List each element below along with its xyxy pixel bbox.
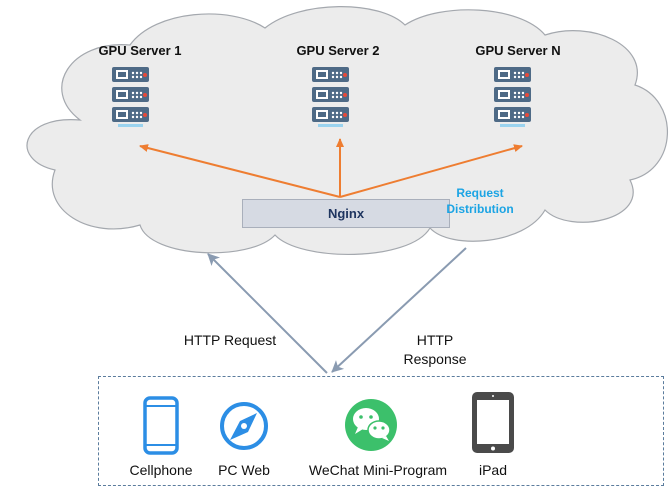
client-label-pc-web: PC Web: [218, 462, 270, 478]
http-response-arrow: [331, 247, 467, 373]
nginx-label: Nginx: [327, 206, 365, 221]
clients-group: [98, 376, 664, 486]
ipad-icon: [472, 392, 514, 453]
compass-icon: [220, 402, 268, 450]
nginx-load-balancer: Nginx: [242, 199, 450, 228]
wechat-icon: [345, 399, 397, 451]
cellphone-icon: [143, 396, 179, 455]
client-label-cellphone: Cellphone: [129, 462, 193, 478]
distribution-arrow-server-1: [139, 144, 341, 198]
http-request-arrow: [207, 253, 328, 374]
client-label-wechat: WeChat Mini-Program: [308, 462, 448, 478]
server-rack-icon: [312, 67, 349, 127]
server-label: GPU Server 1: [98, 43, 182, 58]
server-rack-icon: [112, 67, 149, 127]
server-rack-icon: [494, 67, 531, 127]
request-distribution-label: Request Distribution: [446, 186, 514, 216]
http-request-label: HTTP Request: [183, 332, 277, 348]
server-label: GPU Server 2: [296, 43, 380, 58]
distribution-arrow-server-n: [339, 144, 523, 198]
http-response-label: HTTP Response: [403, 332, 467, 367]
client-label-ipad: iPad: [478, 462, 508, 478]
server-label: GPU Server N: [475, 43, 561, 58]
